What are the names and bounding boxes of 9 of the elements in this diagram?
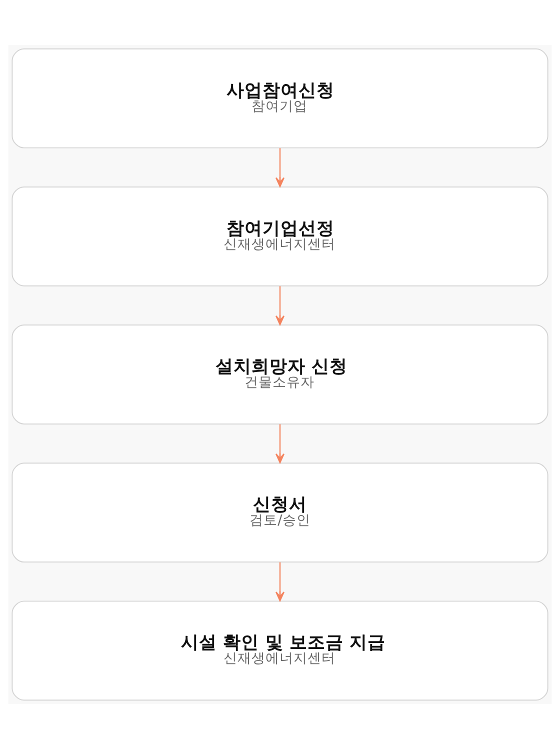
node-box: 신청서 검토/승인 [12,462,548,562]
node-box: 시설 확인 및 보조금 지급 신재생에너지센터 [12,600,548,700]
arrow [275,286,285,325]
node-box: 설치희망자 신청 건물소유자 [12,324,548,424]
node-box: 참여기업선정 신재생에너지센터 [12,186,548,286]
arrow [275,148,285,187]
node-box: 사업참여신청 참여기업 [12,48,548,148]
arrow [275,424,285,463]
arrow [275,562,285,601]
